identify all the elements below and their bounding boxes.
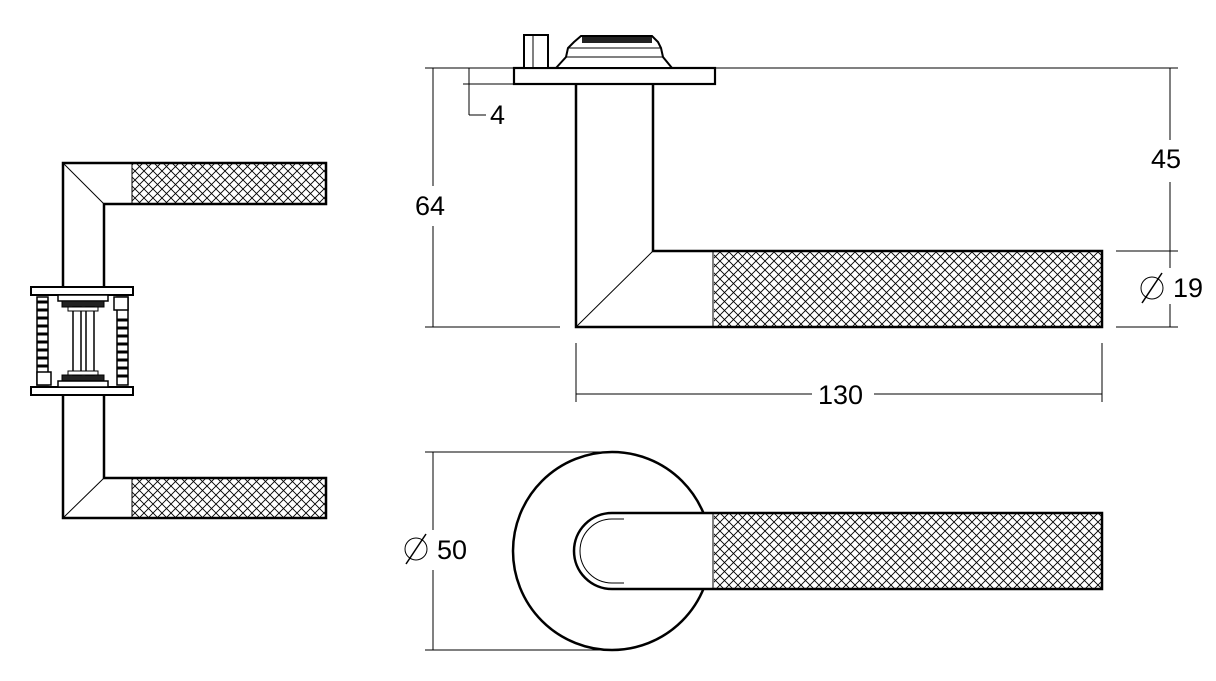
elevation-bearing xyxy=(553,35,675,69)
elevation-lever-knurl xyxy=(714,252,1101,326)
left-screw xyxy=(36,296,52,386)
dimension-lever-length: 130 xyxy=(575,343,1103,410)
dimension-130-label: 130 xyxy=(818,380,863,410)
elevation-lever xyxy=(574,84,1104,329)
dimension-overall-height: 64 xyxy=(415,67,560,328)
dimension-rose-thickness: 4 xyxy=(463,67,514,130)
right-screw xyxy=(113,296,129,386)
upper-lever-knurl xyxy=(132,164,325,203)
dimension-64-label: 64 xyxy=(415,191,445,221)
rose-assembly xyxy=(30,286,134,396)
elevation-screw-stub xyxy=(523,34,549,69)
upper-lever xyxy=(61,161,328,287)
side-elevation: 4 64 45 19 xyxy=(415,34,1203,410)
diameter-symbol-icon xyxy=(404,533,428,565)
dimension-lever-diameter: 19 xyxy=(1116,251,1203,328)
spindle xyxy=(67,306,99,376)
dimension-50-label: 50 xyxy=(437,535,467,565)
plan-lever-knurl xyxy=(714,514,1101,588)
diameter-symbol-icon xyxy=(1140,272,1164,304)
dimension-45-label: 45 xyxy=(1151,144,1181,174)
dimension-rose-diameter: 50 xyxy=(404,451,612,651)
plan-lever xyxy=(572,511,1104,591)
lower-rose-plate xyxy=(30,386,134,396)
dimension-19-label: 19 xyxy=(1173,273,1203,303)
dimension-4-label: 4 xyxy=(490,100,505,130)
lower-bearing xyxy=(57,374,109,388)
lower-lever-knurl xyxy=(132,479,325,517)
lower-lever xyxy=(61,395,328,520)
upper-bearing xyxy=(57,294,109,308)
pair-side-view xyxy=(30,161,328,520)
elevation-rose-plate xyxy=(512,66,717,86)
dimension-projection: 45 xyxy=(715,67,1181,252)
plan-view: 50 xyxy=(404,450,1104,652)
upper-rose-plate xyxy=(30,286,134,296)
